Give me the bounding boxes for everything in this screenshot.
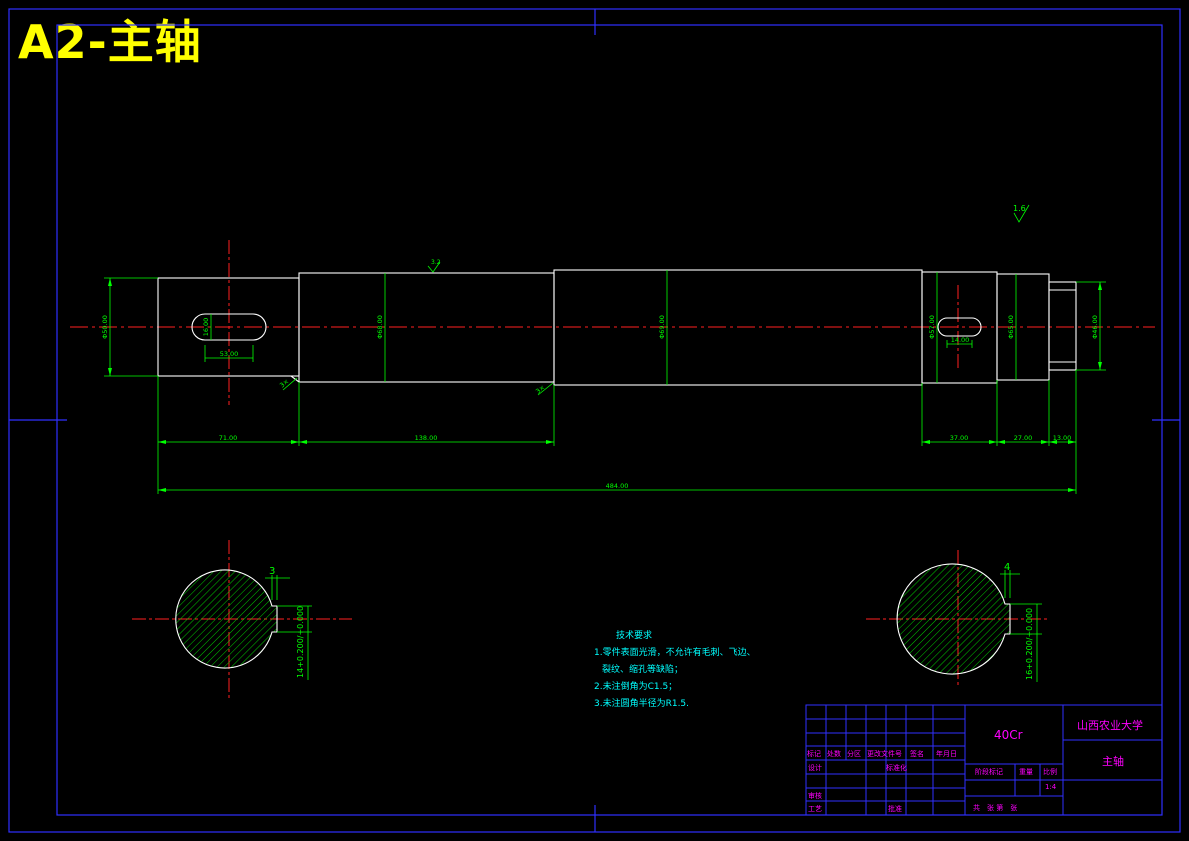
- dim-diameter-4: Φ57.00: [928, 315, 936, 339]
- keyway-slot-right: [937, 317, 982, 337]
- note-item-1: 1.零件表面光滑，不允许有毛刺、飞边、: [594, 648, 756, 658]
- chamfer-left-label: 3×: [278, 377, 290, 389]
- drawing-title: A2-主轴: [18, 15, 202, 69]
- dim-length-3: 37.00: [950, 434, 969, 442]
- tb-sheets: 共 张 第 张: [973, 804, 1018, 812]
- section-left-key-depth: 3: [269, 566, 275, 577]
- tb-weight: 重量: [1019, 768, 1033, 776]
- technical-notes: 技术要求 1.零件表面光滑，不允许有毛刺、飞边、 裂纹、缩孔等缺陷； 2.未注倒…: [594, 628, 756, 713]
- tb-header-date: 年月日: [936, 750, 957, 758]
- dim-key1-width: 16.00: [202, 318, 210, 337]
- dim-length-2: 138.00: [415, 434, 438, 442]
- tb-row-review: 审核: [808, 792, 822, 800]
- section-right-tolerance: 16+0.200/+0.000: [1025, 608, 1034, 680]
- keyway-slot-left: [191, 313, 267, 341]
- dim-diameter-3: Φ69.00: [658, 315, 666, 339]
- section-right: 4 16+0.200/+0.000: [866, 550, 1048, 688]
- dim-key1-length: 53.00: [220, 350, 239, 358]
- note-item-4: 3.未注圆角半径为R1.5.: [594, 699, 690, 709]
- dim-diameter-5: Φ65.00: [1007, 315, 1015, 339]
- tb-header-signature: 签名: [910, 750, 924, 758]
- tb-header-change-doc: 更改文件号: [867, 750, 902, 758]
- shaft-outline: [157, 269, 1077, 386]
- title-block-part-name: 主轴: [1102, 755, 1124, 768]
- section-right-key-depth: 4: [1004, 562, 1010, 573]
- section-left-tolerance: 14+0.200/+0.000: [296, 606, 305, 678]
- dimension-arrows: [108, 278, 1102, 492]
- note-item-3: 2.未注倒角为C1.5；: [594, 682, 678, 692]
- note-item-2: 裂纹、缩孔等缺陷；: [602, 665, 684, 675]
- tb-row-standard: 标准化: [886, 764, 907, 772]
- dim-key2-length: 14.00: [951, 336, 970, 344]
- tb-ratio: 比例: [1043, 768, 1057, 776]
- centering-marks: [9, 9, 1180, 832]
- roughness-main-label: 3.2: [431, 259, 441, 266]
- tb-row-process: 工艺: [808, 805, 822, 813]
- title-block-scale: 1:4: [1045, 783, 1057, 791]
- tb-header-mark: 标记: [807, 750, 821, 758]
- dim-overall-length: 484.00: [606, 482, 629, 490]
- tb-stage-mark: 阶段标记: [975, 768, 1003, 776]
- dim-length-1: 71.00: [219, 434, 238, 442]
- dimension-lines: [104, 204, 1106, 494]
- dimension-texts: Φ50.00 Φ68.00 Φ69.00 Φ57.00 Φ65.00 Φ46.0…: [101, 204, 1099, 490]
- title-block-grid: [805, 704, 1163, 816]
- dim-length-5: 13.00: [1053, 434, 1072, 442]
- tb-row-design: 设计: [808, 764, 822, 772]
- tb-row-approve: 批准: [888, 805, 902, 813]
- dim-length-4: 27.00: [1014, 434, 1033, 442]
- dim-diameter-2: Φ68.00: [376, 315, 384, 339]
- tb-header-zone: 分区: [847, 750, 861, 758]
- chamfer-mid-label: 3×: [534, 383, 546, 395]
- dim-diameter-1: Φ50.00: [101, 315, 109, 339]
- tb-header-count: 处数: [827, 750, 841, 758]
- title-block-school: 山西农业大学: [1077, 719, 1143, 732]
- shaft-segment-6: [1048, 281, 1077, 371]
- notes-heading: 技术要求: [616, 631, 653, 641]
- title-block-material: 40Cr: [994, 728, 1023, 742]
- section-left: 3 14+0.200/+0.000: [132, 540, 352, 698]
- dim-diameter-6: Φ46.00: [1091, 315, 1099, 339]
- roughness-global-label: 1.6: [1013, 204, 1026, 213]
